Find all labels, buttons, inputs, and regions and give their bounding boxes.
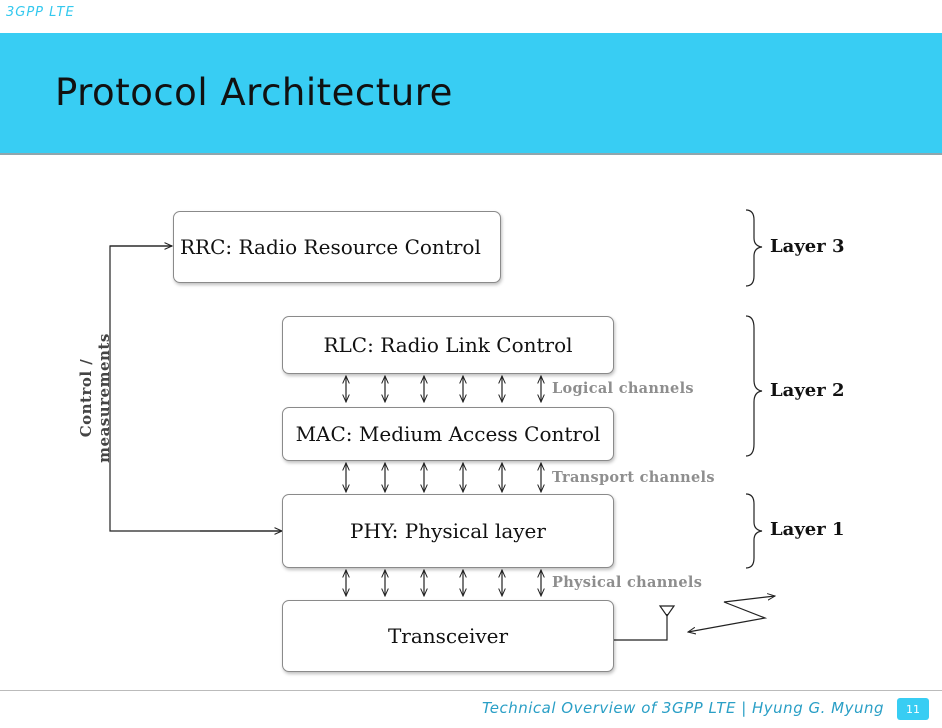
control-line (109, 245, 280, 532)
mac-label: MAC: Medium Access Control (295, 422, 601, 446)
transceiver-label: Transceiver (387, 624, 509, 648)
logical-channels-label: Logical channels (552, 380, 694, 397)
title-banner: Protocol Architecture (0, 33, 942, 155)
transport-channels-label: Transport channels (552, 469, 715, 486)
radio-link-icon (688, 596, 775, 632)
layer1-label: Layer 1 (770, 519, 845, 540)
footer-divider (0, 690, 942, 691)
antenna-icon (612, 605, 676, 641)
page-title: Protocol Architecture (55, 71, 453, 114)
phy-label: PHY: Physical layer (350, 519, 546, 543)
rlc-label: RLC: Radio Link Control (323, 333, 573, 357)
rrc-box: RRC: Radio Resource Control (173, 211, 501, 283)
transport-channel-arrows (346, 463, 541, 492)
control-measurements-label: Control / measurements (77, 333, 113, 463)
layer-braces (745, 209, 763, 569)
page-number: 11 (897, 698, 929, 720)
footer-text: Technical Overview of 3GPP LTE | Hyung G… (481, 699, 884, 717)
layer2-label: Layer 2 (770, 380, 845, 401)
mac-box: MAC: Medium Access Control (282, 407, 614, 461)
phy-box: PHY: Physical layer (282, 494, 614, 568)
rlc-box: RLC: Radio Link Control (282, 316, 614, 374)
transceiver-box: Transceiver (282, 600, 614, 672)
logical-channel-arrows (346, 376, 541, 402)
physical-channel-arrows (346, 570, 541, 596)
physical-channels-label: Physical channels (552, 574, 703, 591)
rrc-label: RRC: Radio Resource Control (180, 235, 481, 259)
layer3-label: Layer 3 (770, 236, 845, 257)
top-label: 3GPP LTE (6, 5, 75, 20)
